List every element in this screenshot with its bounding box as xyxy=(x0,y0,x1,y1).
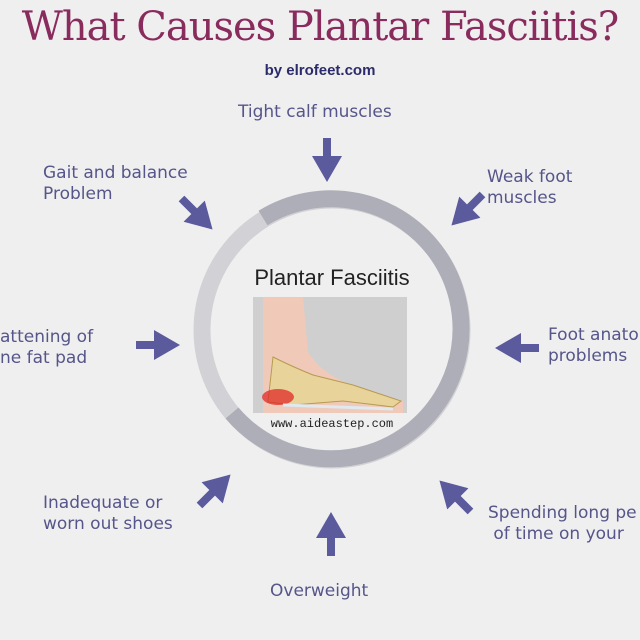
cause-worn-shoes: Inadequate or worn out shoes xyxy=(43,493,173,534)
cause-tight-calf: Tight calf muscles xyxy=(238,102,392,122)
cause-weak-foot-muscles: Weak foot muscles xyxy=(487,167,573,208)
image-credit: www.aideastep.com xyxy=(270,417,394,431)
cause-overweight: Overweight xyxy=(270,581,369,601)
cause-gait-balance: Gait and balance Problem xyxy=(43,163,188,204)
arrow-right-icon xyxy=(136,330,180,360)
cause-foot-anatomy: Foot anato problems xyxy=(548,325,639,366)
cause-fat-pad: attening of ne fat pad xyxy=(0,327,94,368)
page-title: What Causes Plantar Fasciitis? xyxy=(21,4,619,50)
center-title: Plantar Fasciitis xyxy=(254,265,410,290)
byline: by elrofeet.com xyxy=(264,62,376,79)
foot-anatomy-image xyxy=(253,297,407,413)
arrow-left-icon xyxy=(495,333,539,363)
arrow-down-icon xyxy=(312,138,342,182)
arrow-up-icon xyxy=(316,512,346,556)
cause-standing-time: Spending long pe of time on your xyxy=(488,503,637,544)
